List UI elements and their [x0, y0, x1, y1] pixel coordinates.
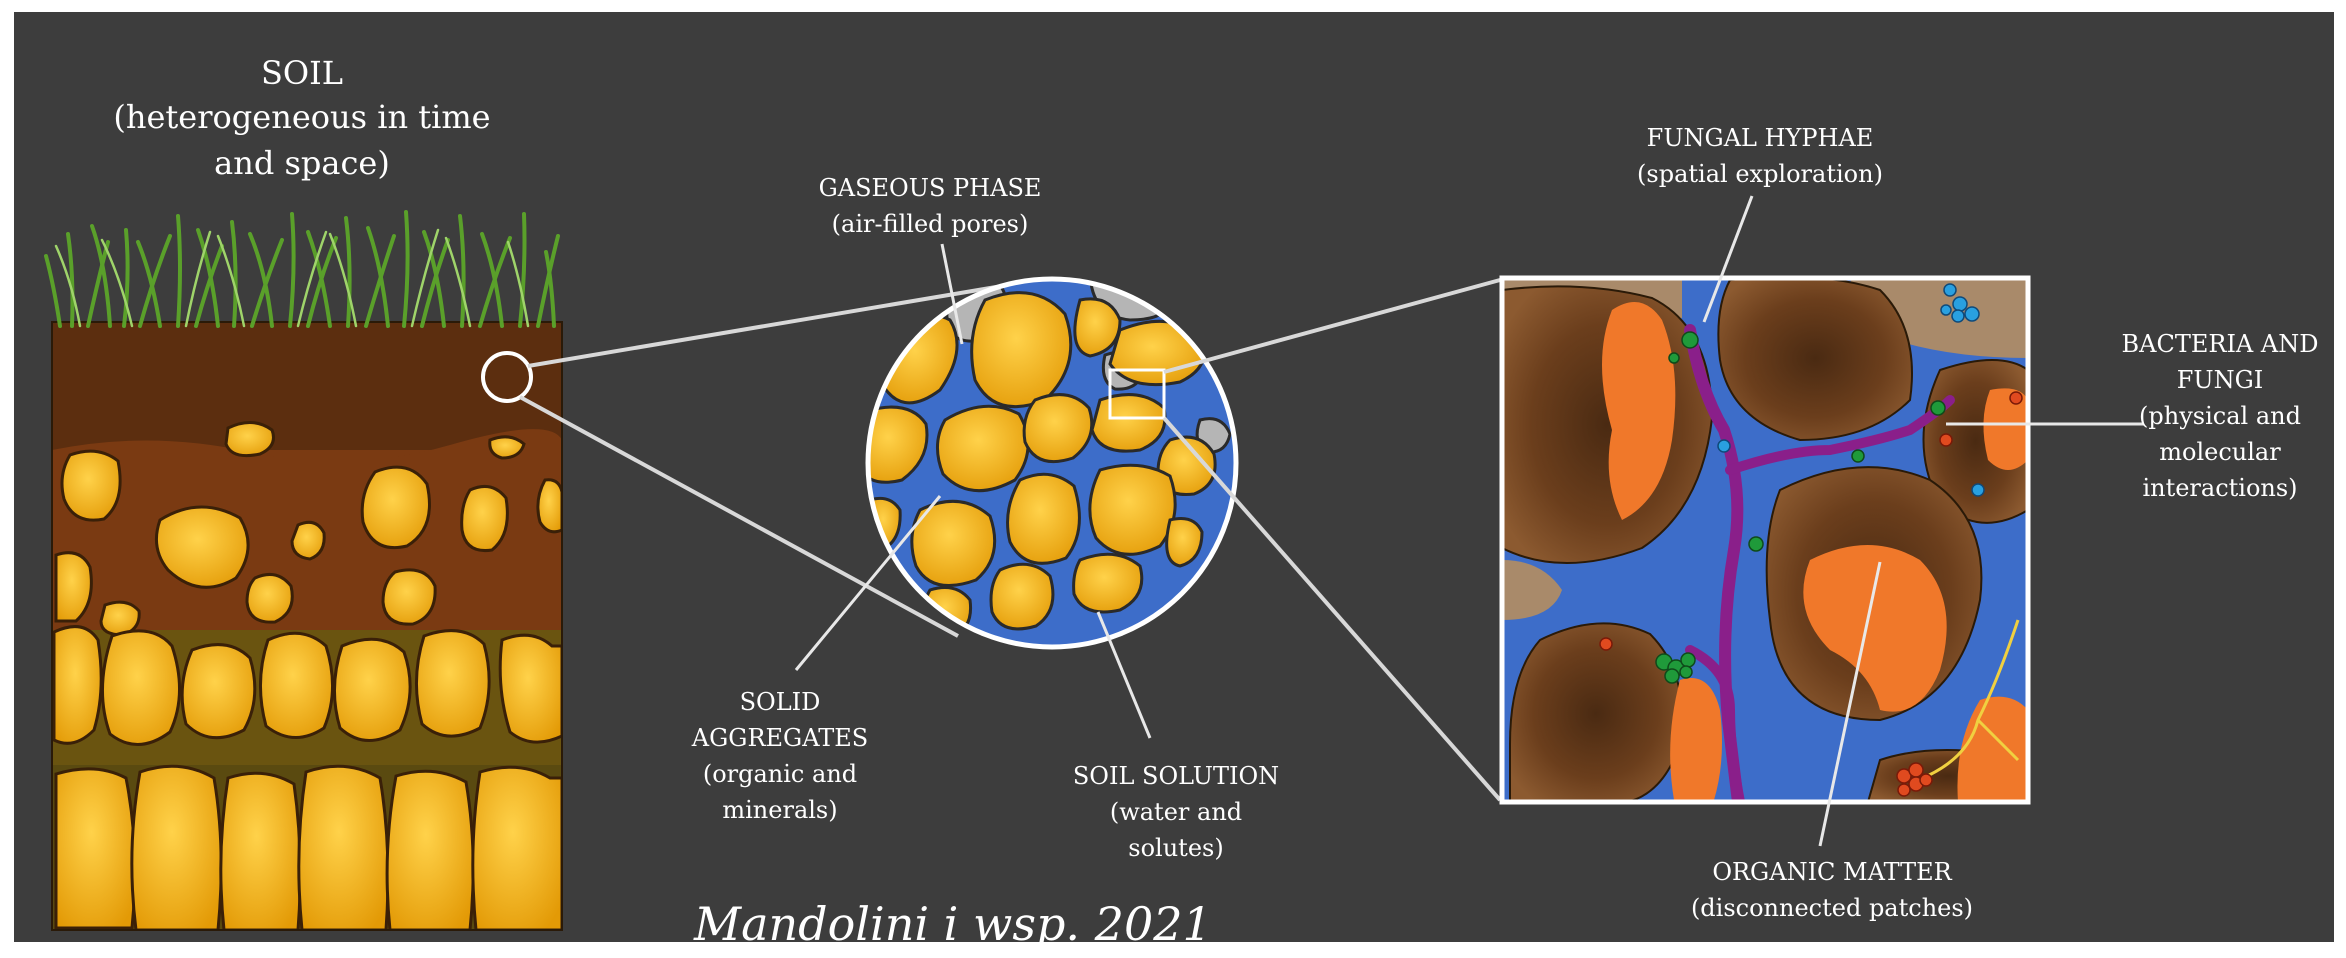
organic-note: (disconnected patches)	[1691, 894, 1973, 922]
solid-line2: AGGREGATES	[691, 724, 868, 752]
gaseous-title: GASEOUS PHASE	[819, 174, 1042, 202]
solid-note-1: (organic and	[703, 760, 857, 788]
soil-subtitle-2: and space)	[214, 144, 390, 182]
hyphae-note: (spatial exploration)	[1637, 160, 1883, 188]
gaseous-note: (air-filled pores)	[832, 210, 1029, 238]
bacteria-note-3: interactions)	[2142, 474, 2297, 502]
label-bacteria-fungi: BACTERIA AND FUNGI (physical and molecul…	[2122, 330, 2319, 502]
soil-title: SOIL	[261, 54, 343, 92]
bacteria-note-2: molecular	[2159, 438, 2281, 466]
solid-note-2: minerals)	[722, 796, 837, 824]
solid-line1: SOLID	[740, 688, 821, 716]
solution-note-1: (water and	[1110, 798, 1242, 826]
bacteria-line1: BACTERIA AND	[2122, 330, 2319, 358]
citation: Mandolini i wsp. 2021	[693, 897, 1212, 951]
hyphae-title: FUNGAL HYPHAE	[1647, 124, 1874, 152]
microscale-square	[1502, 277, 2028, 804]
bacteria-note-1: (physical and	[2139, 402, 2301, 430]
solution-title: SOIL SOLUTION	[1073, 762, 1279, 790]
soil-subtitle-1: (heterogeneous in time	[113, 98, 490, 136]
organic-title: ORGANIC MATTER	[1712, 858, 1952, 886]
bacteria-line2: FUNGI	[2177, 366, 2264, 394]
solution-note-2: solutes)	[1128, 834, 1223, 862]
